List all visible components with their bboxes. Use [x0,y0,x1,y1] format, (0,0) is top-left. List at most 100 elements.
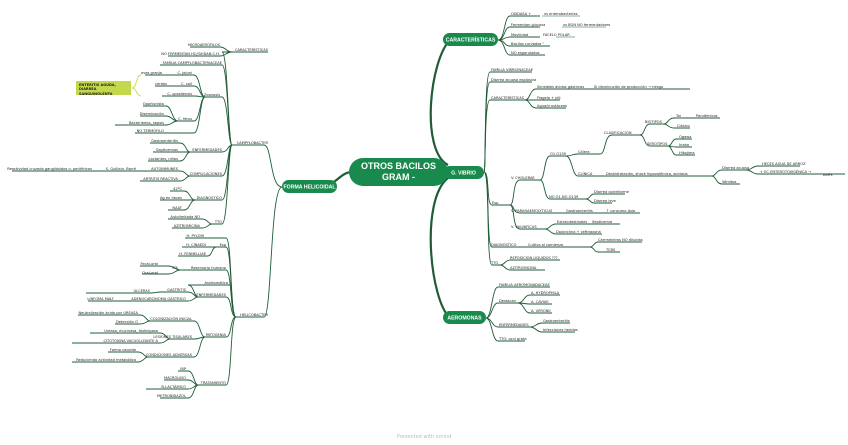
topic-label[interactable]: Reactividad cruzada gangliósidos n. peri… [7,167,92,171]
topic-label[interactable]: Gastroenteritis [566,209,593,213]
topic-label[interactable]: Destacan [499,299,516,303]
topic-label[interactable]: TTO [214,220,222,224]
note-callout[interactable]: ENTERITIS AGUDA, DIARREA SANGUINOLENTA [76,81,131,96]
topic-label[interactable]: OXIDASA + [511,12,531,16]
topic-label[interactable]: AUTOINMUNES [151,167,179,171]
topic-label[interactable]: H. PYLORI [187,234,204,238]
branch-aeromonas[interactable]: AEROMONAS [443,311,486,324]
topic-label[interactable]: Diarrea leve [594,199,617,203]
topic-label[interactable]: AMPs [823,173,833,177]
topic-label[interactable]: Extraintestinales [557,220,587,224]
topic-label[interactable]: Diseminación [140,112,164,116]
topic-label[interactable]: FAMILIA VIBRIONACEAE [491,68,534,72]
topic-label[interactable]: Diarrea acuosa [722,166,749,170]
topic-label[interactable]: GASTRITIS [167,288,187,292]
topic-label[interactable]: aves granja [141,71,162,75]
topic-label[interactable]: SEROTIPOS [647,142,668,146]
topic-label[interactable]: PATOGENIA [206,333,227,337]
topic-label[interactable]: HECES AGUA DE ARROZ [762,162,806,166]
topic-label[interactable]: TRATAMIENTO [200,381,226,385]
topic-label[interactable]: vs enterobacterias [544,12,578,16]
topic-label[interactable]: VÍA [172,265,179,270]
topic-label[interactable]: ENFERMEDADES [192,148,222,152]
topic-label[interactable]: CLASIFICACIÓN [604,130,632,135]
topic-label[interactable]: Pandémicos [696,114,718,118]
topic-label[interactable]: Reservorio humano [191,266,226,270]
topic-label[interactable]: Gastroenteritis [151,139,178,143]
topic-label[interactable]: HELICOBACTER [240,313,268,317]
topic-label[interactable]: O1 O139 [550,152,567,156]
topic-label[interactable]: TTO: ocnl grata [498,337,527,341]
topic-label[interactable]: Neutralización ácido por UREASA [78,311,138,315]
topic-label[interactable]: CLÍNICA [578,171,593,176]
topic-label[interactable]: H. FENNELLIAE [179,252,206,256]
topic-label[interactable]: Si disminución de producción → riesgo [594,85,663,89]
topic-label[interactable]: Toi [675,114,681,118]
topic-label[interactable]: Forma cocoide [110,348,137,352]
topic-label[interactable]: Gastroenteritis [543,319,570,323]
topic-label[interactable]: FAMILIA CAMPYLOBACTERIACEAE [163,61,223,65]
topic-label[interactable]: AZITROMICINA [174,224,201,228]
topic-label[interactable]: NO esporulados [511,51,540,55]
topic-label[interactable]: Cólera [578,150,590,154]
topic-label[interactable]: ADENOCARCINOMA GÁSTRICO [131,296,186,301]
topic-label[interactable]: MACRÓLIDO [164,375,186,380]
topic-label[interactable]: Septicemias [156,148,178,152]
topic-label[interactable]: LESIONES TISULARES [153,335,192,339]
topic-label[interactable]: cerdos [155,82,167,86]
topic-label[interactable]: A. HYDROPHILA [531,291,560,295]
topic-label[interactable]: C. jejuni [177,71,192,75]
topic-label[interactable]: METRONIDAZOL [157,394,186,398]
topic-label[interactable]: BIOTIPOS [645,120,663,124]
topic-label[interactable]: Clásico [677,124,690,128]
topic-label[interactable]: Vómitos [722,180,736,184]
topic-label[interactable]: ÚLCERAS [133,288,150,293]
topic-label[interactable]: Oportunista [143,102,164,106]
branch-caracteristicas[interactable]: CARACTERÍSTICAS [443,33,498,46]
topic-label[interactable]: Cultivo al comienzo [528,243,563,247]
topic-label[interactable]: DIAGNÓSTICO [197,195,223,200]
topic-label[interactable]: MICROAERÓFILOS [188,42,221,47]
topic-label[interactable]: Oral-oral [142,271,158,275]
topic-label[interactable]: NAAT [172,206,182,210]
topic-label[interactable]: Bacteriemia, sepsis [129,121,164,125]
topic-label[interactable]: COLONIZACIÓN INICIAL [150,316,192,321]
topic-label[interactable]: Movilidad [511,33,528,37]
topic-label[interactable]: vs BGN NO fermentadores [563,23,610,27]
topic-label[interactable]: Ureasa, mucinasa, fosfolipasa [104,329,158,333]
topic-label[interactable]: Inaba [679,143,689,147]
topic-label[interactable]: C. upsaliensis [167,92,192,96]
topic-label[interactable]: ENFERMEDADES [499,323,529,327]
topic-label[interactable]: Diarrea coleriforme [594,190,630,194]
topic-label[interactable]: Deshidratación, shock hipovolémico, acid… [606,172,688,176]
topic-label[interactable]: COMPLICACIONES [190,172,223,176]
central-topic[interactable]: OTROS BACILOS GRAM - [349,158,448,186]
topic-label[interactable]: A. CAVIAE [531,300,549,304]
topic-label[interactable]: DIAGNÓSTICO [491,242,517,247]
topic-label[interactable]: Flagelo + pili [537,96,561,100]
topic-label[interactable]: FACELO POLAR [543,33,570,37]
topic-label[interactable]: ENFERMEDADES [196,293,226,297]
topic-label[interactable]: C. fetus [178,117,192,121]
topic-label[interactable]: ↑ consumo Asia [606,209,635,213]
topic-label[interactable]: REPOSICIÓN LÍQUIDOS ??? [510,255,558,260]
topic-label[interactable]: LINFOMA MALT [87,297,114,301]
topic-label[interactable]: Ag en heces [160,196,182,200]
branch-forma-helicoidal[interactable]: FORMA HELICOIDAL [282,180,337,193]
topic-label[interactable]: 42ºC [173,187,182,191]
topic-label[interactable]: ARTRITIS REACTIVA [143,177,178,181]
topic-label[interactable]: S. Guillain- Barré [106,167,137,171]
topic-label[interactable]: Infecciones heridas [543,328,578,332]
topic-label[interactable]: Asintomática [204,281,228,285]
topic-label[interactable]: V. VULNIFICUS [511,225,537,229]
topic-label[interactable]: Sensibles ácidos gástricos [537,85,584,89]
topic-label[interactable]: Esp [220,243,227,247]
topic-label[interactable]: V. PARAHAEMOLYTICUS [511,209,553,213]
topic-label[interactable]: TTO [490,261,498,265]
topic-label[interactable]: Fecal-oral [141,262,159,266]
topic-label[interactable]: Autolimitada NO [170,215,200,219]
topic-label[interactable]: NO FERMENTAN HC/OXIDAN C.H. [161,52,220,56]
topic-label[interactable]: CONDICIONES ADVERSAS [146,353,193,357]
topic-label[interactable]: IBP [180,367,187,371]
topic-label[interactable]: H. CINAEDI [186,243,206,247]
